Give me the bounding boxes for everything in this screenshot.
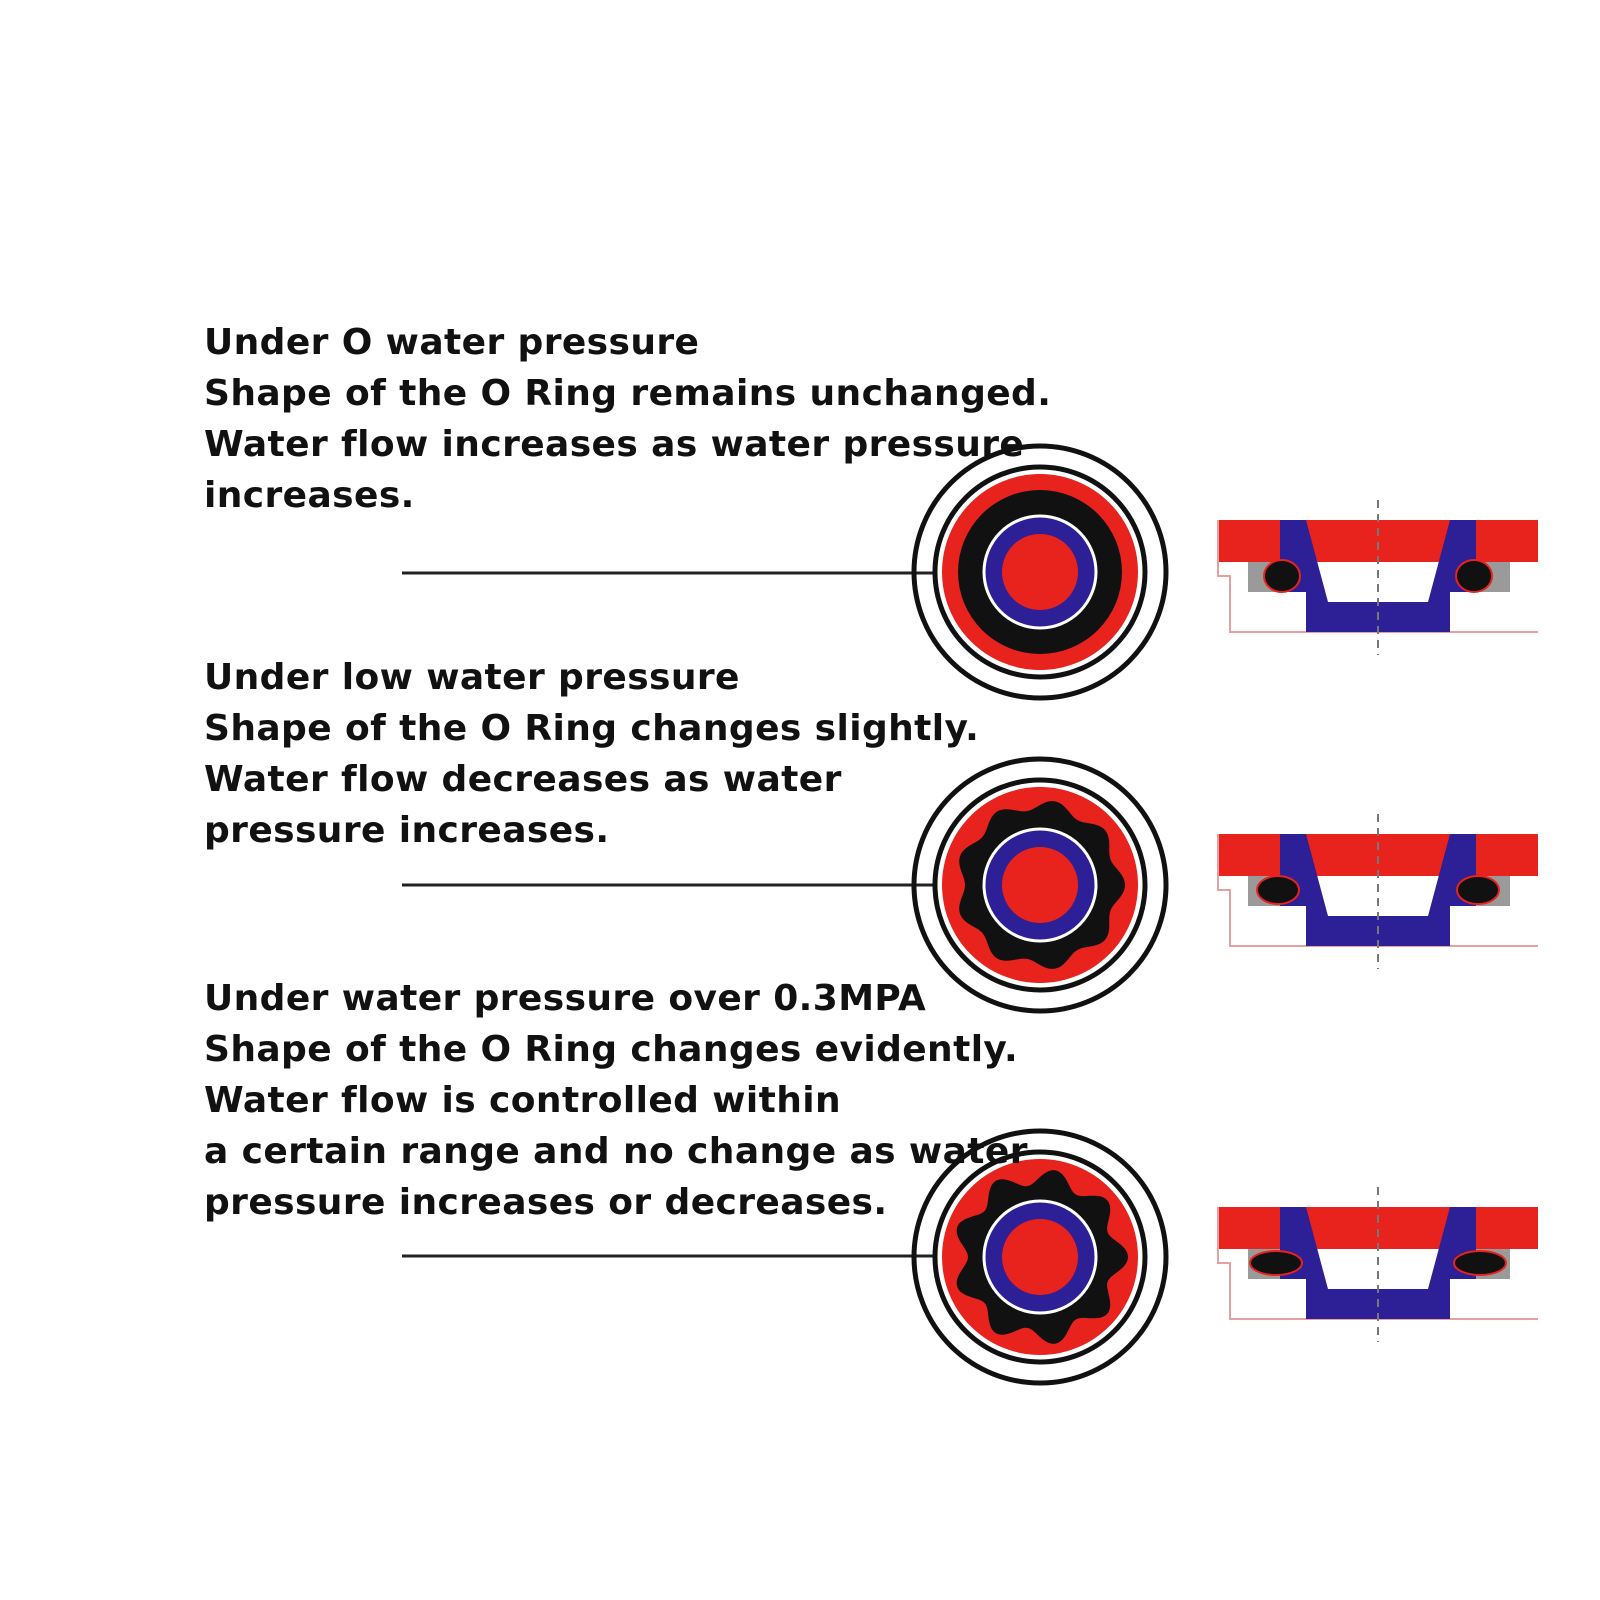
stage-2-ring-view: [911, 756, 1169, 1014]
seal-right: [1453, 1250, 1507, 1276]
caption-line: increases.: [204, 475, 415, 516]
caption-line: Water flow increases as water pressure: [204, 424, 1025, 465]
caption-line: pressure increases or decreases.: [204, 1182, 888, 1223]
stage-3-cross-section: [1217, 1187, 1539, 1342]
stage-2-figure: [402, 756, 1539, 1014]
caption-line: Water flow decreases as water: [204, 759, 842, 800]
seal-left: [1263, 559, 1301, 593]
seal-left: [1249, 1250, 1303, 1276]
caption-line: Under water pressure over 0.3MPA: [204, 978, 927, 1019]
caption-line: a certain range and no change as water: [204, 1131, 1028, 1172]
stage-2-caption: Under low water pressure Shape of the O …: [204, 652, 979, 856]
caption-line: Shape of the O Ring changes slightly.: [204, 708, 980, 749]
caption-line: Under low water pressure: [204, 657, 740, 698]
caption-line: Water flow is controlled within: [204, 1080, 842, 1121]
stage-1-figure: [402, 443, 1539, 701]
stage-3-ring-view: [911, 1128, 1169, 1386]
caption-line: pressure increases.: [204, 810, 610, 851]
caption-line: Under O water pressure: [204, 322, 700, 363]
caption-line: Shape of the O Ring remains unchanged.: [204, 373, 1052, 414]
seal-right: [1456, 875, 1500, 905]
stage-3-caption: Under water pressure over 0.3MPA Shape o…: [204, 973, 1028, 1228]
seal-right: [1455, 559, 1493, 593]
seal-left: [1256, 875, 1300, 905]
stage-1-ring-view: [911, 443, 1169, 701]
stage-1-caption: Under O water pressure Shape of the O Ri…: [204, 317, 1051, 521]
stage-2-cross-section: [1217, 814, 1539, 969]
stage-3-figure: [402, 1128, 1539, 1386]
stage-1-cross-section: [1217, 500, 1539, 655]
caption-line: Shape of the O Ring changes evidently.: [204, 1029, 1019, 1070]
